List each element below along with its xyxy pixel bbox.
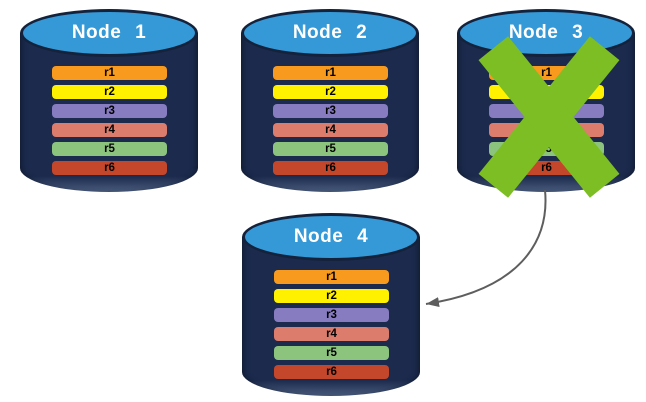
node-4-replica-list: r1 r2 r3 r4 r5 r6 <box>274 270 389 379</box>
replica-bar-label: r5 <box>325 143 336 155</box>
replica-bar-label: r2 <box>104 86 115 98</box>
replica-bar-label: r3 <box>325 105 336 117</box>
replica-bar-r3: r3 <box>52 104 167 118</box>
node-3: Node 3 r1 r2 r3 r4 r5 r6 <box>457 9 635 198</box>
node-4: Node 4 r1 r2 r3 r4 r5 r6 <box>242 213 420 396</box>
replica-bar-label: r4 <box>541 124 552 136</box>
replica-bar-r4: r4 <box>274 327 389 341</box>
replica-bar-r6: r6 <box>273 161 388 175</box>
node-2-title: Node 2 <box>292 22 368 43</box>
replica-bar-label: r1 <box>326 271 337 283</box>
node-1-replica-list: r1 r2 r3 r4 r5 r6 <box>52 66 167 175</box>
replica-bar-label: r1 <box>104 67 115 79</box>
replica-bar-r4: r4 <box>273 123 388 137</box>
node-3-cylinder-top: Node 3 <box>457 9 635 57</box>
node-1-title: Node 1 <box>71 22 147 43</box>
replica-bar-label: r4 <box>326 328 337 340</box>
replica-bar-r5: r5 <box>52 142 167 156</box>
replica-bar-r2: r2 <box>274 289 389 303</box>
replica-bar-r6: r6 <box>52 161 167 175</box>
replica-bar-r1: r1 <box>274 270 389 284</box>
replica-bar-r3: r3 <box>274 308 389 322</box>
replica-bar-r1: r1 <box>489 66 604 80</box>
node-4-cylinder-top: Node 4 <box>242 213 420 261</box>
replica-bar-label: r4 <box>104 124 115 136</box>
replica-bar-r3: r3 <box>489 104 604 118</box>
replica-bar-label: r5 <box>541 143 552 155</box>
replica-bar-label: r3 <box>326 309 337 321</box>
replica-bar-label: r5 <box>326 347 337 359</box>
node-2: Node 2 r1 r2 r3 r4 r5 r6 <box>241 9 419 192</box>
replica-bar-r4: r4 <box>52 123 167 137</box>
replica-bar-r2: r2 <box>489 85 604 99</box>
replica-bar-label: r2 <box>541 86 552 98</box>
replica-bar-label: r5 <box>104 143 115 155</box>
replica-bar-label: r2 <box>326 290 337 302</box>
replica-bar-r4: r4 <box>489 123 604 137</box>
replica-bar-r1: r1 <box>273 66 388 80</box>
replica-bar-r6: r6 <box>489 161 604 175</box>
failover-arrow-path <box>425 189 547 307</box>
replica-bar-label: r6 <box>326 366 337 378</box>
replica-bar-label: r6 <box>541 162 552 174</box>
node-3-replica-list: r1 r2 r3 r4 r5 r6 <box>489 66 604 175</box>
node-1: Node 1 r1 r2 r3 r4 r5 r6 <box>20 9 198 192</box>
replica-bar-label: r1 <box>325 67 336 79</box>
node-2-replica-list: r1 r2 r3 r4 r5 r6 <box>273 66 388 175</box>
replica-bar-label: r6 <box>104 162 115 174</box>
replica-bar-label: r4 <box>325 124 336 136</box>
replica-bar-r5: r5 <box>273 142 388 156</box>
replica-bar-r2: r2 <box>52 85 167 99</box>
replica-bar-label: r2 <box>325 86 336 98</box>
replica-bar-r2: r2 <box>273 85 388 99</box>
replica-bar-label: r1 <box>541 67 552 79</box>
replica-bar-r1: r1 <box>52 66 167 80</box>
replica-bar-r3: r3 <box>273 104 388 118</box>
node-4-title: Node 4 <box>293 226 369 247</box>
replica-bar-label: r6 <box>325 162 336 174</box>
replica-bar-r5: r5 <box>489 142 604 156</box>
replica-bar-label: r3 <box>541 105 552 117</box>
replica-bar-label: r3 <box>104 105 115 117</box>
node-3-title: Node 3 <box>508 22 584 43</box>
node-1-cylinder-top: Node 1 <box>20 9 198 57</box>
node-2-cylinder-top: Node 2 <box>241 9 419 57</box>
replica-bar-r5: r5 <box>274 346 389 360</box>
replica-bar-r6: r6 <box>274 365 389 379</box>
